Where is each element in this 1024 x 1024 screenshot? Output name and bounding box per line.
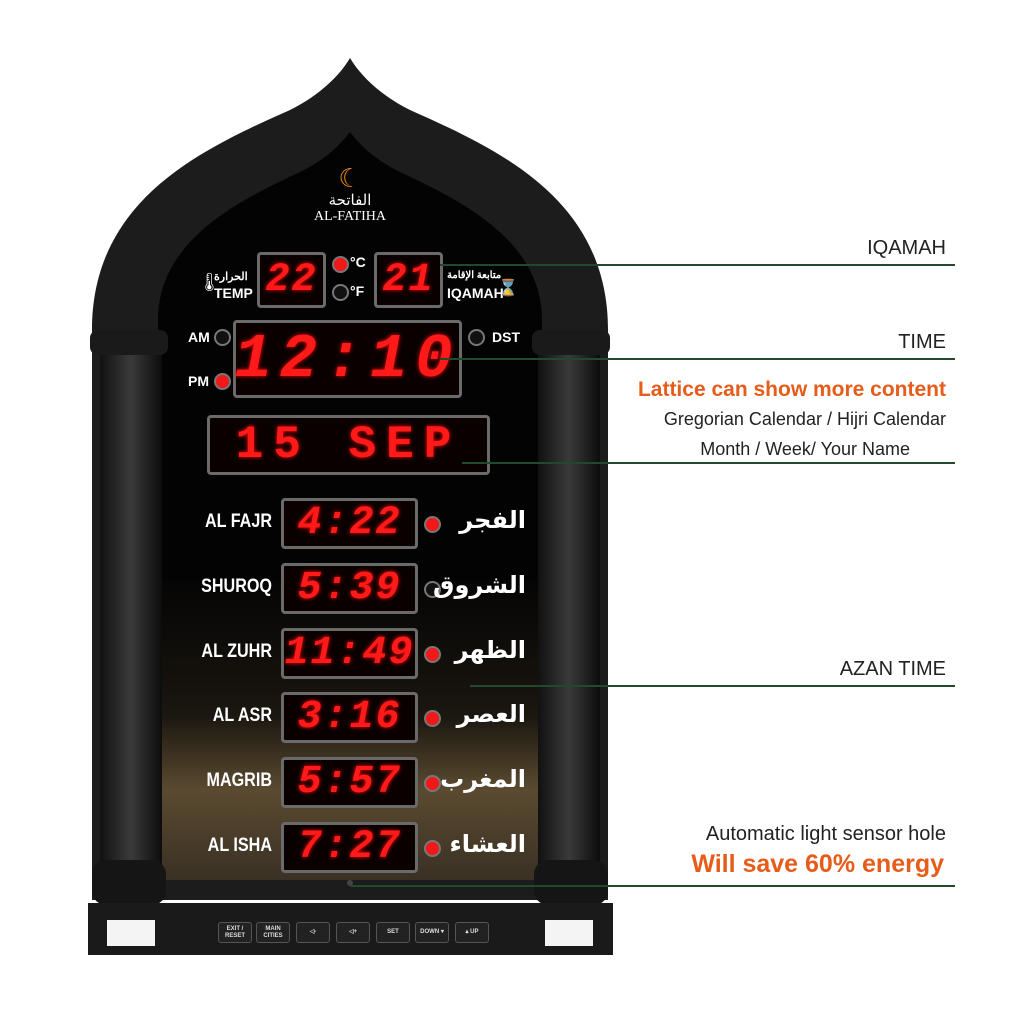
- prayer-name-arabic: الشروق: [433, 571, 526, 599]
- hourglass-icon: ⌛: [498, 280, 518, 297]
- brand-name: AL-FATIHA: [313, 209, 387, 224]
- control-button[interactable]: EXIT / RESET: [218, 922, 252, 943]
- lattice-annotation-line2: Month / Week/ Your Name: [700, 439, 910, 459]
- pm-label: PM: [188, 373, 209, 389]
- dst-label: DST: [492, 329, 520, 345]
- prayer-name-arabic: العشاء: [449, 830, 527, 858]
- prayer-time-display: 3:16: [281, 692, 418, 743]
- celsius-label: °C: [350, 254, 366, 270]
- azan-pointer-line: [470, 685, 955, 687]
- iqamah-label-ar: متابعة الإقامة: [447, 270, 502, 281]
- temperature-display: 22: [257, 252, 326, 308]
- energy-annotation: Will save 60% energy: [691, 850, 944, 878]
- control-button[interactable]: DOWN ▾: [415, 922, 449, 943]
- control-button[interactable]: ◁-: [296, 922, 330, 943]
- prayer-time-display: 5:57: [281, 757, 418, 808]
- am-indicator: [214, 329, 231, 346]
- prayer-indicator: [424, 581, 441, 598]
- prayer-indicator: [424, 516, 441, 533]
- control-button[interactable]: SET: [376, 922, 410, 943]
- am-label: AM: [188, 329, 210, 345]
- prayer-name: SHUROQ: [201, 576, 272, 597]
- prayer-name-arabic: الظهر: [454, 636, 526, 664]
- iqamah-pointer-line: [440, 264, 955, 266]
- sensor-annotation: Automatic light sensor hole: [705, 823, 946, 845]
- prayer-name-arabic: الفجر: [459, 506, 526, 534]
- prayer-time-display: 11:49: [281, 628, 418, 679]
- prayer-name: AL ASR: [212, 705, 272, 726]
- prayer-name-arabic: المغرب: [440, 765, 526, 793]
- fahrenheit-indicator: [332, 284, 349, 301]
- prayer-time-display: 7:27: [281, 822, 418, 873]
- brand-logo: ☾ الفاتحة AL-FATIHA: [300, 165, 400, 225]
- iqamah-label: IQAMAH: [447, 285, 504, 301]
- fahrenheit-label: °F: [350, 283, 365, 299]
- control-button[interactable]: ▴ UP: [455, 922, 489, 943]
- time-display: 12:10: [233, 320, 462, 398]
- thermometer-icon: 🌡: [198, 272, 221, 292]
- iqamah-display: 21: [374, 252, 443, 308]
- prayer-indicator: [424, 840, 441, 857]
- prayer-name: AL ZUHR: [201, 641, 272, 662]
- prayer-time-display: 5:39: [281, 563, 418, 614]
- prayer-name: AL FAJR: [204, 511, 272, 532]
- date-display: 15 SEP: [207, 415, 490, 475]
- prayer-time-display: 4:22: [281, 498, 418, 549]
- prayer-name-arabic: العصر: [456, 700, 526, 728]
- control-button[interactable]: MAIN CITIES: [256, 922, 290, 943]
- time-pointer-line: [440, 358, 955, 360]
- prayer-name: AL ISHA: [207, 835, 272, 856]
- lattice-annotation-line1: Gregorian Calendar / Hijri Calendar: [663, 409, 946, 429]
- prayer-indicator: [424, 646, 441, 663]
- date-pointer-line: [462, 462, 955, 464]
- brand-arabic: الفاتحة: [328, 192, 372, 209]
- sensor-pointer-line: [350, 885, 955, 887]
- temp-label-ar: الحرارة: [214, 271, 248, 283]
- celsius-indicator: [332, 256, 349, 273]
- temp-label: TEMP: [214, 285, 253, 301]
- azan-annotation: AZAN TIME: [839, 658, 946, 680]
- lattice-annotation-title: Lattice can show more content: [637, 378, 946, 401]
- time-annotation: TIME: [898, 331, 946, 353]
- control-button[interactable]: ◁+: [336, 922, 370, 943]
- dst-indicator: [468, 329, 485, 346]
- prayer-name: MAGRIB: [206, 770, 272, 791]
- prayer-indicator: [424, 710, 441, 727]
- pm-indicator: [214, 373, 231, 390]
- crescent-icon: ☾: [338, 163, 362, 193]
- prayer-indicator: [424, 775, 441, 792]
- iqamah-annotation: IQAMAH: [867, 237, 946, 259]
